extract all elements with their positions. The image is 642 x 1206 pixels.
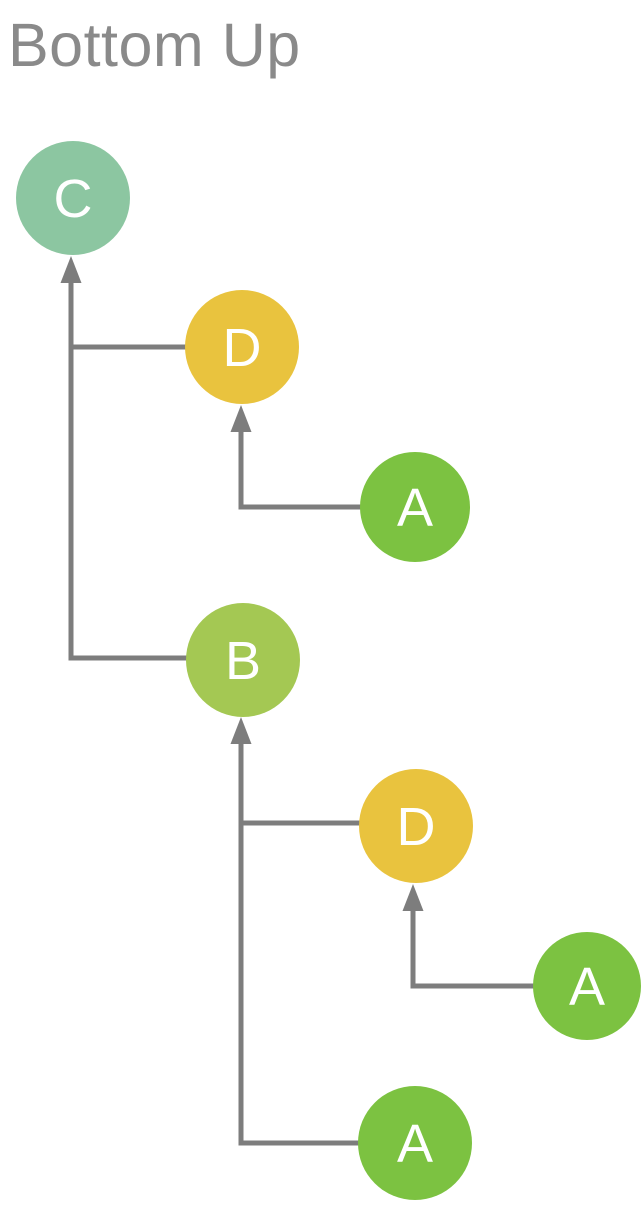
node-label-A1: A [397, 478, 433, 538]
page-title: Bottom Up [8, 11, 301, 79]
node-circle-D1 [185, 290, 299, 404]
tree-node-A3: A [358, 1086, 472, 1200]
node-label-A3: A [397, 1114, 433, 1174]
tree-node-D2: D [359, 769, 473, 883]
tree-node-C: C [16, 141, 130, 255]
edge-A3-to-B-spine-arrowhead-icon [230, 717, 252, 744]
tree-node-D1: D [185, 290, 299, 404]
edge-A1-to-D1 [238, 431, 361, 510]
node-circle-A3 [358, 1086, 472, 1200]
node-circle-B [186, 603, 300, 717]
edge-B-to-C-spine [68, 282, 187, 661]
edge-A1-to-D1-arrowhead-icon [230, 405, 252, 432]
node-label-D2: D [397, 797, 436, 857]
node-circle-C [16, 141, 130, 255]
tree-node-A1: A [360, 452, 470, 562]
node-label-A2: A [569, 957, 605, 1017]
node-circle-A1 [360, 452, 470, 562]
node-label-B: B [225, 631, 261, 691]
edge-A3-to-B-spine [238, 743, 359, 1146]
node-label-C: C [54, 169, 93, 229]
edge-B-to-C-spine-arrowhead-icon [60, 256, 82, 283]
tree-node-B: B [186, 603, 300, 717]
node-circle-D2 [359, 769, 473, 883]
tree-node-A2: A [533, 932, 641, 1040]
node-circle-A2 [533, 932, 641, 1040]
edge-A2-to-D2-arrowhead-icon [402, 884, 424, 911]
edge-A2-to-D2 [410, 910, 534, 989]
node-label-D1: D [223, 318, 262, 378]
